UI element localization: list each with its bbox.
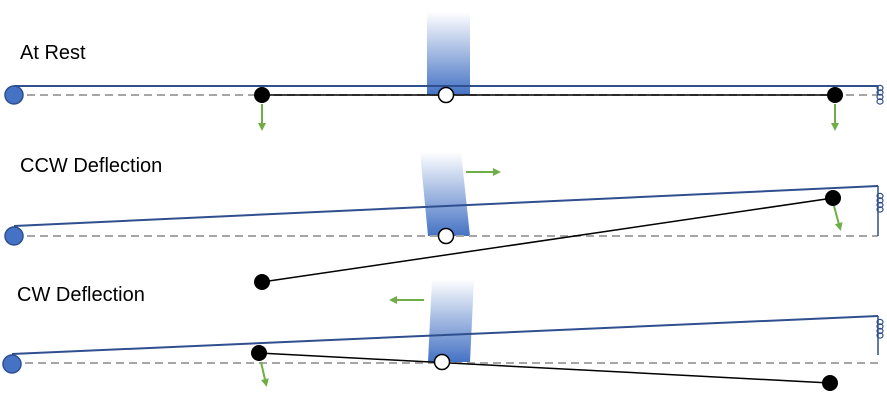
spring-coil [876, 89, 884, 96]
linkage [258, 352, 831, 384]
spring-coil [876, 84, 884, 92]
center-joint-icon [437, 86, 455, 104]
light-column [420, 152, 470, 236]
right-joint-icon [827, 87, 843, 103]
spring-icon [876, 318, 884, 339]
spring-coil [876, 197, 884, 204]
beam [13, 185, 879, 227]
light-column [427, 12, 470, 95]
left-joint-icon [254, 87, 270, 103]
left-joint-icon [254, 274, 270, 290]
panel-title-at-rest: At Rest [20, 42, 86, 64]
spring-icon [876, 192, 884, 213]
right-joint-icon [825, 190, 841, 206]
pivot-icon [4, 85, 24, 105]
spring-coil [876, 93, 884, 101]
spring-coil [876, 98, 884, 105]
spring-coil [876, 327, 884, 335]
left-force-arrow-icon [260, 361, 269, 387]
panel-title-ccw-deflection: CCW Deflection [20, 155, 163, 177]
linkage [261, 197, 834, 283]
pivot-icon [4, 226, 24, 246]
center-joint-icon [437, 227, 455, 245]
panel-ccw-deflection [4, 152, 884, 290]
panel-cw-deflection [2, 279, 884, 391]
pivot-icon [2, 354, 22, 374]
right-force-arrow-icon [833, 205, 843, 231]
left-joint-icon [251, 345, 267, 361]
panel-at-rest [4, 12, 884, 131]
spring-coil [876, 332, 884, 339]
panel-title-cw-deflection: CW Deflection [17, 284, 145, 306]
spring-coil [876, 192, 884, 200]
spring-coil [876, 201, 884, 209]
center-joint-icon [433, 353, 451, 371]
light-column [428, 279, 474, 362]
beam [11, 315, 879, 355]
spring-coil [876, 323, 884, 330]
spring-coil [876, 318, 884, 326]
spring-icon [876, 84, 884, 105]
right-joint-icon [822, 375, 838, 391]
spring-coil [876, 206, 884, 213]
